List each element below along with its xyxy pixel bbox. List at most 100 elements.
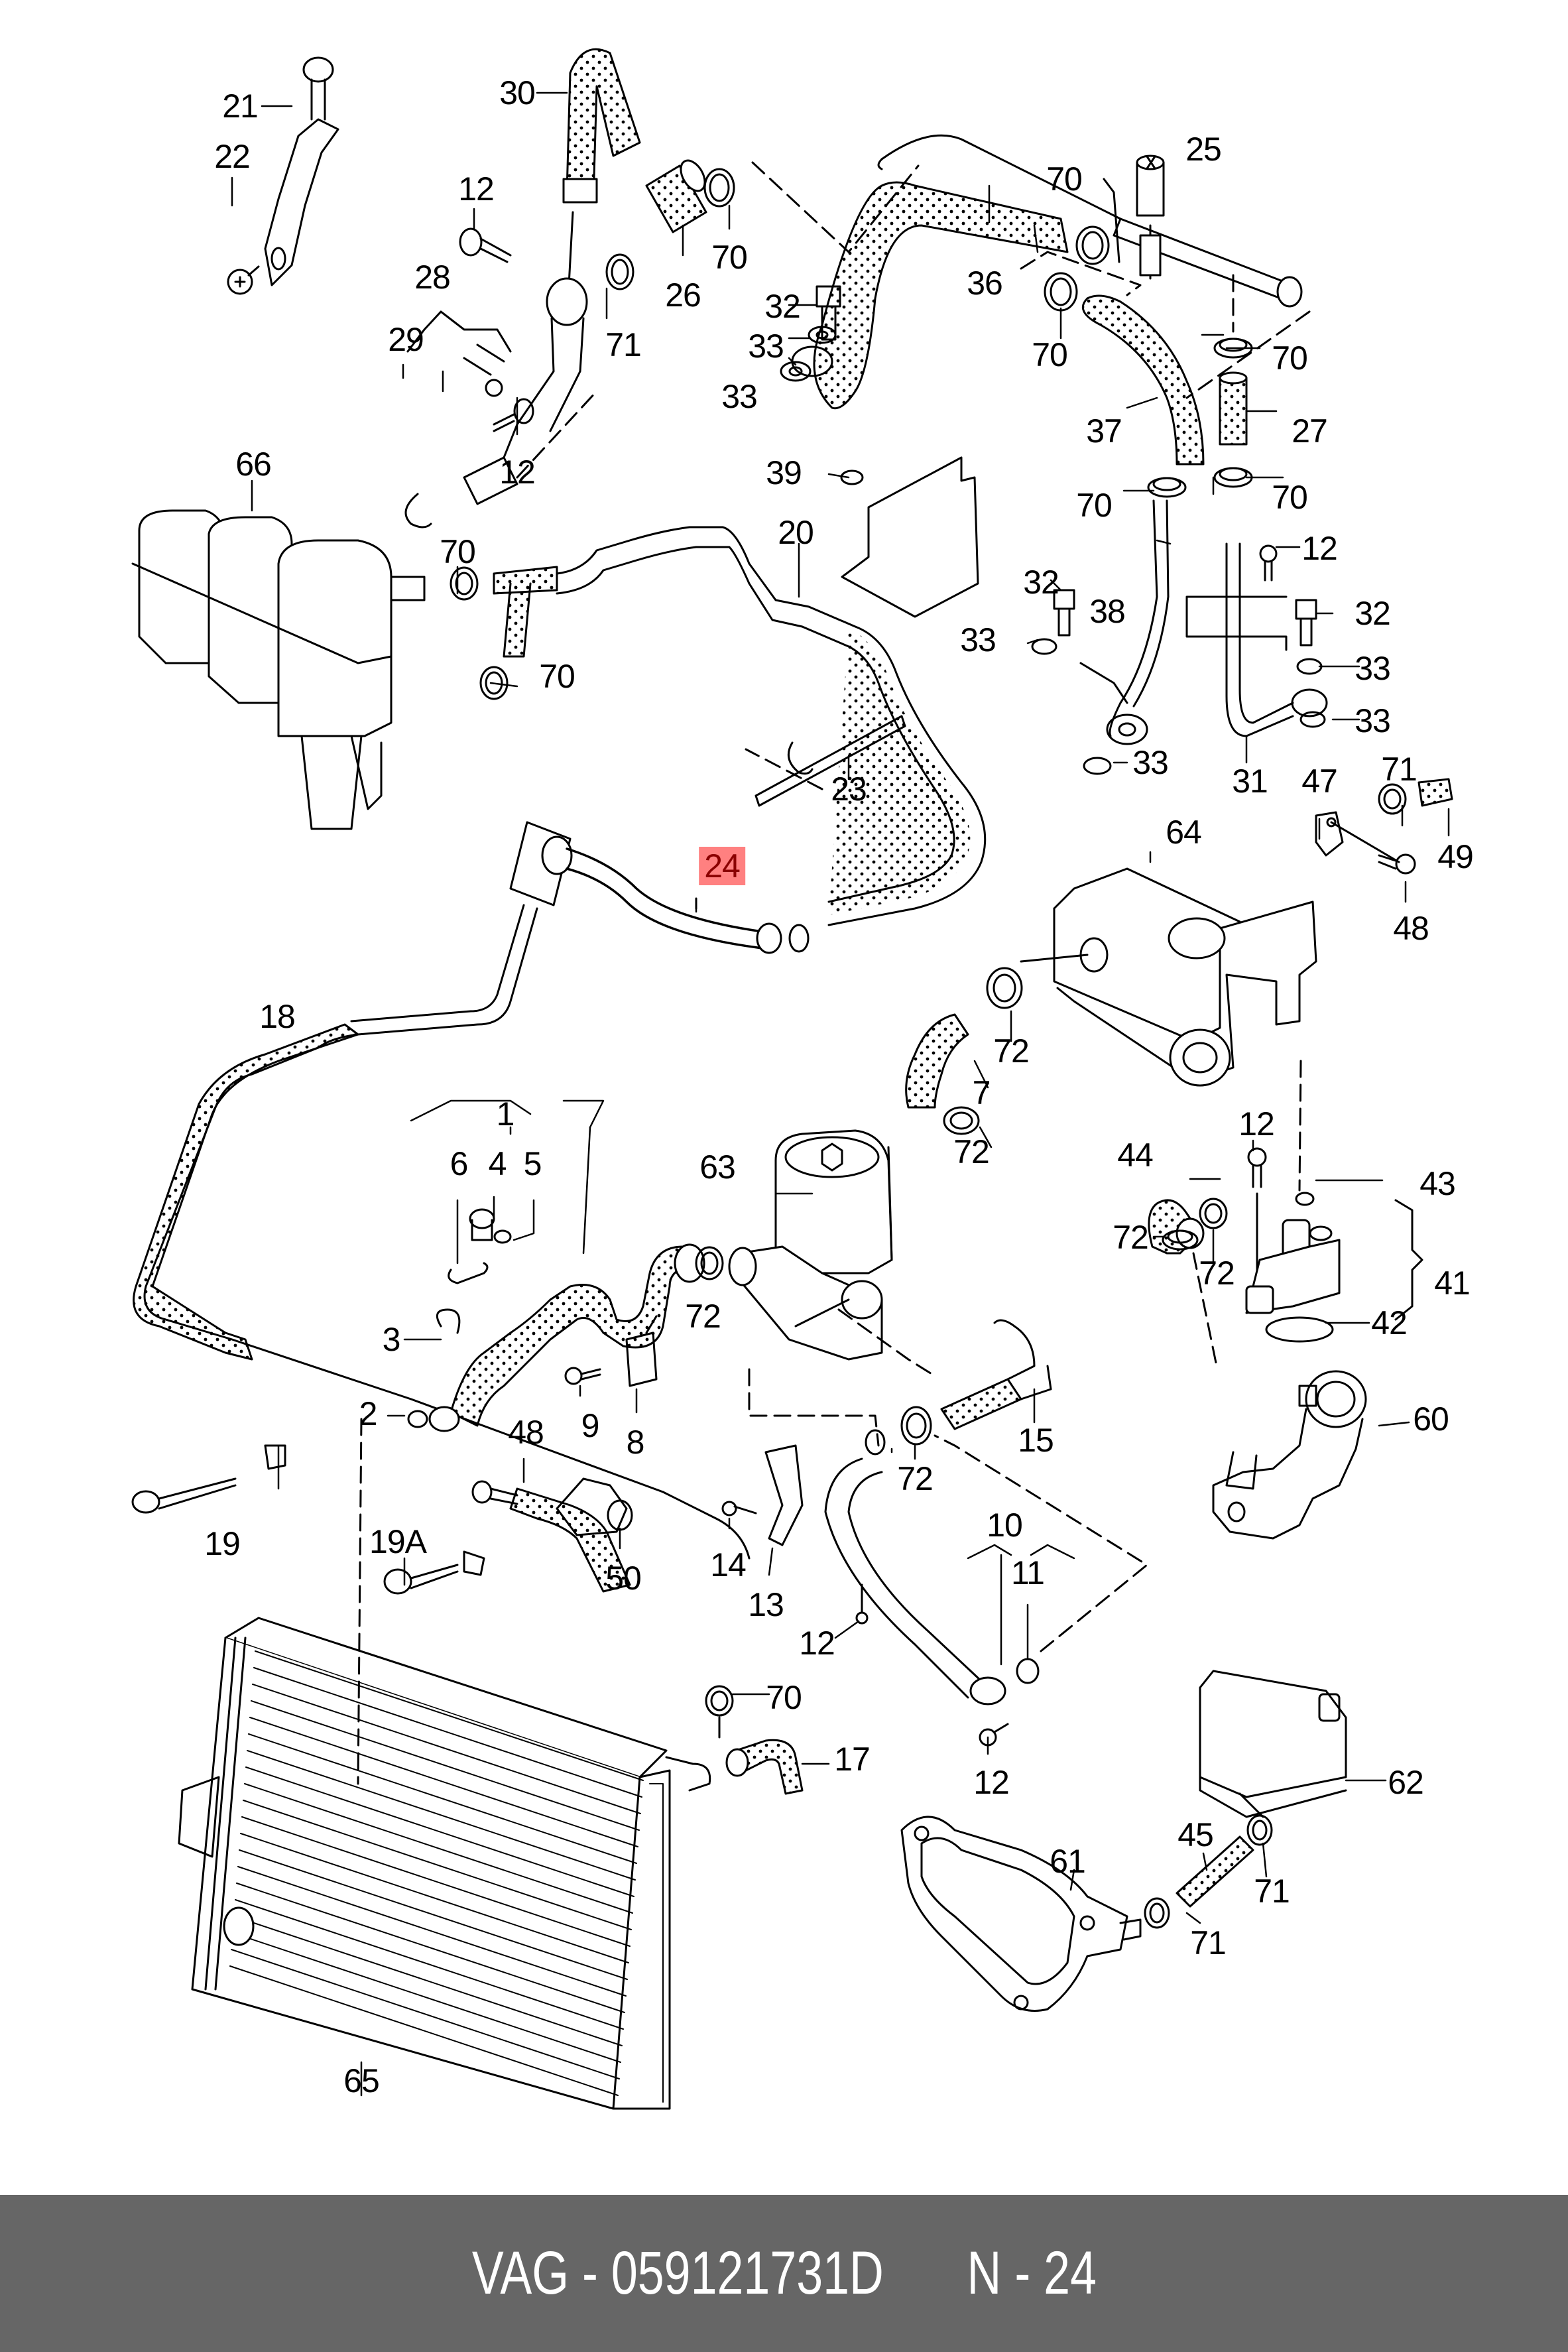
callout-25: 25 — [1185, 131, 1222, 168]
sensor-4 — [469, 1208, 495, 1241]
callout-36: 36 — [967, 265, 1003, 302]
callout-70: 70 — [1032, 336, 1068, 373]
callout-14: 14 — [710, 1546, 747, 1583]
callout-65: 65 — [343, 2062, 380, 2099]
clamp-71-b — [1378, 783, 1407, 815]
bracket-13 — [764, 1444, 804, 1546]
callout-12: 12 — [1301, 530, 1338, 567]
callout-70: 70 — [1046, 160, 1083, 198]
clip-3 — [436, 1308, 461, 1334]
egr-cooler-64 — [1020, 867, 1317, 1087]
washer-33-a — [808, 326, 837, 344]
bracket-8 — [625, 1315, 658, 1387]
callout-70: 70 — [711, 239, 748, 276]
hose-15 — [940, 1378, 1022, 1430]
screw-12-b — [493, 398, 534, 432]
pipe-assembly-28 — [463, 277, 598, 505]
callout-37: 37 — [1086, 412, 1122, 450]
callout-18: 18 — [259, 998, 296, 1035]
callout-9: 9 — [581, 1407, 600, 1444]
screw-9 — [564, 1367, 601, 1385]
hose-30 — [566, 48, 641, 200]
screw-19 — [131, 1477, 237, 1514]
callout-70: 70 — [1076, 487, 1113, 524]
callout-19a: 19A — [369, 1523, 427, 1560]
clamp-70-h — [479, 666, 509, 700]
clamp-70-c — [1044, 272, 1078, 312]
bracket-24 — [509, 821, 572, 906]
callout-32: 32 — [764, 288, 801, 325]
callout-72: 72 — [1199, 1255, 1235, 1292]
clamp-72-a — [986, 967, 1023, 1009]
oring-43 — [1295, 1192, 1315, 1206]
callout-72: 72 — [685, 1298, 721, 1335]
callout-62: 62 — [1388, 1764, 1424, 1801]
bolt-32-mid — [1053, 589, 1075, 637]
clamp-72-e — [1199, 1198, 1228, 1229]
callout-30: 30 — [499, 74, 536, 111]
callout-70: 70 — [440, 533, 476, 570]
cover-61 — [900, 1816, 1142, 2012]
callout-29: 29 — [388, 321, 424, 358]
tpipe-25 — [1113, 155, 1303, 308]
callout-3: 3 — [382, 1321, 401, 1358]
washer-33-f — [1299, 711, 1326, 728]
callout-24-highlighted[interactable]: 24 — [699, 847, 745, 885]
housing-41 — [1245, 1219, 1341, 1314]
callout-38: 38 — [1089, 593, 1126, 630]
callout-7: 7 — [972, 1074, 991, 1111]
bolt-32-upper — [815, 285, 841, 341]
flange-47 — [1315, 811, 1344, 857]
callout-64: 64 — [1166, 814, 1202, 851]
washer-33-c — [1031, 638, 1057, 655]
callout-31: 31 — [1232, 763, 1268, 800]
hose-36-upper — [880, 134, 1122, 220]
callout-27: 27 — [1292, 412, 1328, 450]
callout-41: 41 — [1434, 1265, 1471, 1302]
callout-71: 71 — [1381, 751, 1417, 788]
clamp-70-b — [1075, 225, 1110, 265]
washer-33-d — [1083, 757, 1112, 775]
callout-33: 33 — [960, 621, 996, 658]
oring-5 — [493, 1229, 512, 1244]
oring-2 — [407, 1410, 428, 1428]
radiator-fins — [229, 1650, 644, 2096]
callout-72: 72 — [993, 1032, 1030, 1070]
callout-28: 28 — [414, 259, 451, 296]
callout-33: 33 — [1132, 744, 1169, 781]
callout-63: 63 — [699, 1148, 736, 1186]
callout-33: 33 — [721, 378, 758, 415]
oil-cooler-62 — [1199, 1670, 1347, 1818]
callout-72: 72 — [897, 1460, 934, 1497]
clamp-72-f — [1162, 1229, 1199, 1251]
leader-lines — [231, 92, 1450, 2097]
clamp-70-f — [1147, 477, 1187, 498]
callout-70: 70 — [766, 1679, 802, 1716]
callout-45: 45 — [1177, 1816, 1214, 1853]
callout-33: 33 — [748, 328, 784, 365]
callout-48: 48 — [1393, 910, 1429, 947]
callout-60: 60 — [1413, 1400, 1449, 1438]
oil-filter-housing-63 — [728, 1129, 893, 1361]
callout-11: 11 — [1011, 1554, 1045, 1591]
hose-26 — [645, 164, 707, 233]
clamp-70-top — [703, 168, 735, 208]
callout-33: 33 — [1355, 650, 1391, 687]
callout-17: 17 — [834, 1741, 871, 1778]
brand-label: VAG — [471, 2239, 569, 2307]
callout-50: 50 — [605, 1560, 642, 1597]
callout-12: 12 — [973, 1764, 1010, 1801]
callout-20: 20 — [778, 514, 814, 551]
callout-21: 21 — [222, 88, 259, 125]
clip-6 — [448, 1262, 489, 1284]
oring-11 — [1016, 1658, 1040, 1684]
callout-12: 12 — [1238, 1105, 1275, 1143]
hose-45 — [1176, 1835, 1254, 1908]
callout-43: 43 — [1419, 1165, 1456, 1202]
callout-12: 12 — [799, 1625, 835, 1662]
callout-4: 4 — [488, 1145, 507, 1182]
callout-71: 71 — [1190, 1924, 1227, 1961]
callout-71: 71 — [605, 326, 642, 363]
washer-33-e — [1296, 658, 1323, 675]
part-number: 059121731D — [611, 2239, 884, 2307]
